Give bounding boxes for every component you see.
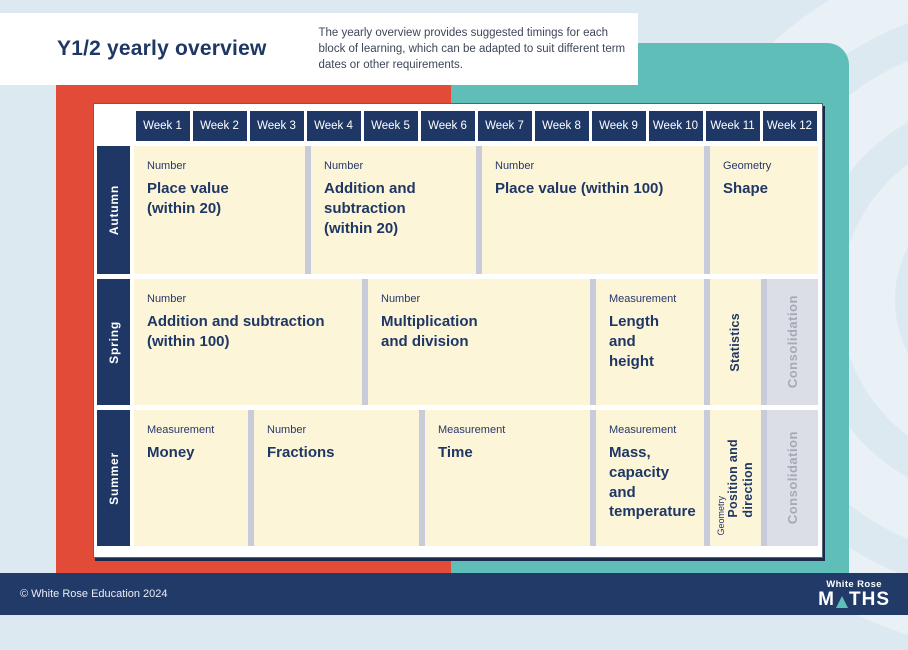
curriculum-block: Statistics	[704, 279, 761, 405]
block-category: Number	[495, 160, 535, 172]
season-label: Summer	[97, 410, 130, 546]
week-header-cell: Week 7	[477, 111, 532, 141]
block-category: Number	[381, 293, 421, 305]
block-title: Place value (within 20)	[147, 180, 229, 217]
block-title: Addition and subtraction (within 100)	[147, 313, 325, 350]
block-title: Consolidation	[784, 295, 800, 389]
copyright-text: © White Rose Education 2024	[20, 588, 168, 600]
logo-letters-ths: THS	[849, 589, 890, 610]
block-category: Measurement	[609, 424, 677, 436]
page-header: Y1/2 yearly overview The yearly overview…	[0, 13, 638, 85]
footer-bar: © White Rose Education 2024 White Rose M…	[0, 573, 908, 615]
season-label: Autumn	[97, 146, 130, 274]
week-header-cell: Week 3	[249, 111, 304, 141]
block-category: Number	[147, 293, 187, 305]
week-header-cell: Week 2	[192, 111, 247, 141]
block-title: Length and height	[609, 313, 659, 370]
block-category: Number	[267, 424, 307, 436]
logo-triangle-icon	[836, 596, 848, 608]
week-header-cell: Week 5	[363, 111, 418, 141]
block-category: Geometry	[715, 496, 726, 536]
block-title: Mass, capacity and temperature	[609, 444, 696, 521]
week-header-cell: Week 1	[135, 111, 190, 141]
block-title: Addition and subtraction (within 20)	[324, 180, 416, 237]
block-title: Position and direction	[725, 438, 755, 518]
block-title: Fractions	[267, 444, 335, 461]
block-category: Measurement	[609, 293, 677, 305]
block-title: Multiplication and division	[381, 313, 478, 350]
block-title: Statistics	[728, 312, 742, 372]
block-category: Measurement	[438, 424, 506, 436]
block-title: Time	[438, 444, 473, 461]
logo-letter-m: M	[818, 589, 835, 610]
block-title: Money	[147, 444, 195, 461]
consolidation-block: Consolidation	[761, 279, 818, 405]
week-header-cell: Week 8	[534, 111, 589, 141]
season-label-text: Summer	[106, 451, 121, 505]
page-description: The yearly overview provides suggested t…	[318, 27, 626, 71]
block-category: Number	[324, 160, 364, 172]
block-title: Consolidation	[784, 431, 800, 525]
page-title: Y1/2 yearly overview	[57, 37, 267, 60]
white-rose-maths-logo: White Rose M THS	[818, 579, 890, 609]
block-category: Number	[147, 160, 187, 172]
block-title: Place value (within 100)	[495, 180, 664, 197]
logo-white-rose-text: White Rose	[826, 579, 882, 590]
season-label-text: Autumn	[106, 184, 121, 236]
block-category: Measurement	[147, 424, 215, 436]
week-header-cell: Week 11	[705, 111, 760, 141]
block-category: Geometry	[723, 160, 772, 172]
logo-maths-wordmark: M THS	[818, 590, 890, 609]
week-header-cell: Week 4	[306, 111, 361, 141]
week-header-cell: Week 12	[762, 111, 817, 141]
week-header-cell: Week 9	[591, 111, 646, 141]
week-header-cell: Week 10	[648, 111, 703, 141]
season-label: Spring	[97, 279, 130, 405]
block-title: Shape	[723, 180, 769, 197]
consolidation-block: Consolidation	[761, 410, 818, 546]
season-label-text: Spring	[106, 320, 121, 364]
week-header-cell: Week 6	[420, 111, 475, 141]
